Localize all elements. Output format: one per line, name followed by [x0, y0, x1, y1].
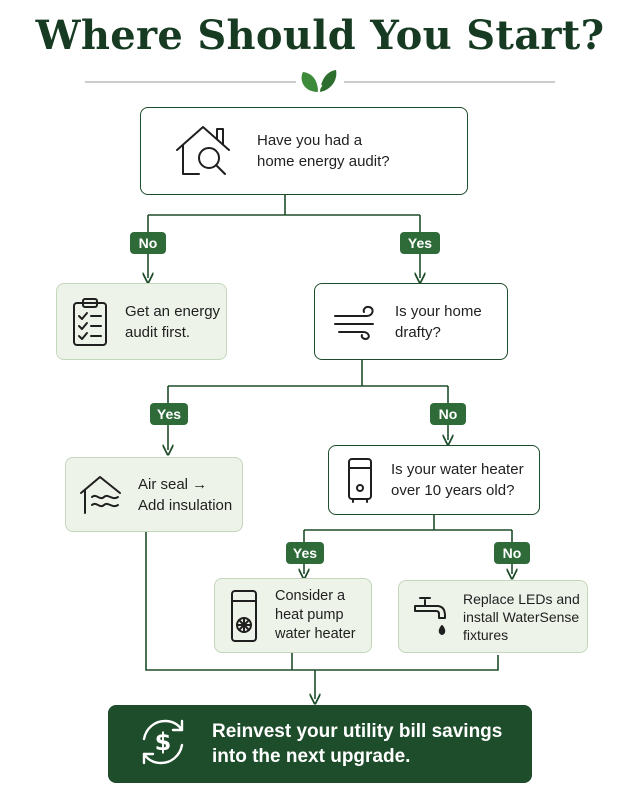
air-seal-line2: Add insulation: [138, 496, 233, 514]
house-magnifier-icon: [173, 122, 235, 180]
heat-pump-line3: water heater: [275, 626, 356, 642]
title-divider: [85, 70, 555, 93]
connector-heater-split: [304, 515, 512, 531]
water-heater-question-line1: Is your water heater: [391, 461, 524, 478]
wind-icon: [333, 304, 381, 340]
replace-leds-line2: install WaterSense: [463, 608, 580, 625]
node-get-audit: Get an energy audit first.: [56, 283, 227, 360]
connector-audit-split: [148, 195, 420, 216]
house-draft-icon: [78, 473, 124, 517]
page-title: Where Should You Start?: [35, 12, 605, 59]
air-seal-line1: Air seal →: [138, 475, 208, 493]
label-heater-no: No: [494, 542, 530, 564]
clipboard-checklist-icon: [71, 297, 109, 347]
heat-pump-heater-icon: [229, 589, 259, 643]
drafty-question-line2: drafty?: [395, 323, 441, 341]
replace-leds-line3: fixtures: [463, 626, 509, 643]
label-drafty-no: No: [430, 403, 466, 425]
label-heater-yes: Yes: [286, 542, 324, 564]
heat-pump-line2: heat pump: [275, 607, 344, 623]
drafty-question-line1: Is your home: [395, 302, 482, 320]
dollar-cycle-icon: $: [136, 715, 190, 774]
final-line1: Reinvest your utility bill savings: [212, 721, 503, 742]
svg-text:$: $: [155, 728, 172, 756]
node-water-heater-question: Is your water heater over 10 years old?: [328, 445, 540, 515]
connector-merge: [145, 532, 499, 699]
get-audit-line1: Get an energy: [125, 302, 221, 320]
faucet-icon: [411, 592, 451, 642]
audit-question-line2: home energy audit?: [257, 153, 390, 170]
node-air-seal: Air seal → Add insulation: [65, 457, 243, 532]
label-audit-no: No: [130, 232, 166, 254]
final-line2: into the next upgrade.: [212, 746, 411, 767]
node-replace-leds: Replace LEDs and install WaterSense fixt…: [398, 580, 588, 653]
get-audit-line2: audit first.: [125, 323, 191, 341]
final-banner: $ Reinvest your utility bill savings int…: [108, 705, 532, 783]
node-drafty-question: Is your home drafty?: [314, 283, 508, 360]
node-audit-question: Have you had a home energy audit?: [140, 107, 468, 195]
heat-pump-line1: Consider a: [275, 588, 346, 604]
label-drafty-yes: Yes: [150, 403, 188, 425]
audit-question-line1: Have you had a: [257, 132, 363, 149]
connector-drafty-split: [168, 360, 448, 387]
replace-leds-line1: Replace LEDs and: [463, 590, 580, 607]
water-heater-question-line2: over 10 years old?: [391, 482, 515, 499]
node-heat-pump: Consider a heat pump water heater: [214, 578, 372, 653]
leaf-icon: [301, 70, 337, 93]
water-heater-icon: [345, 456, 375, 504]
label-audit-yes: Yes: [400, 232, 440, 254]
